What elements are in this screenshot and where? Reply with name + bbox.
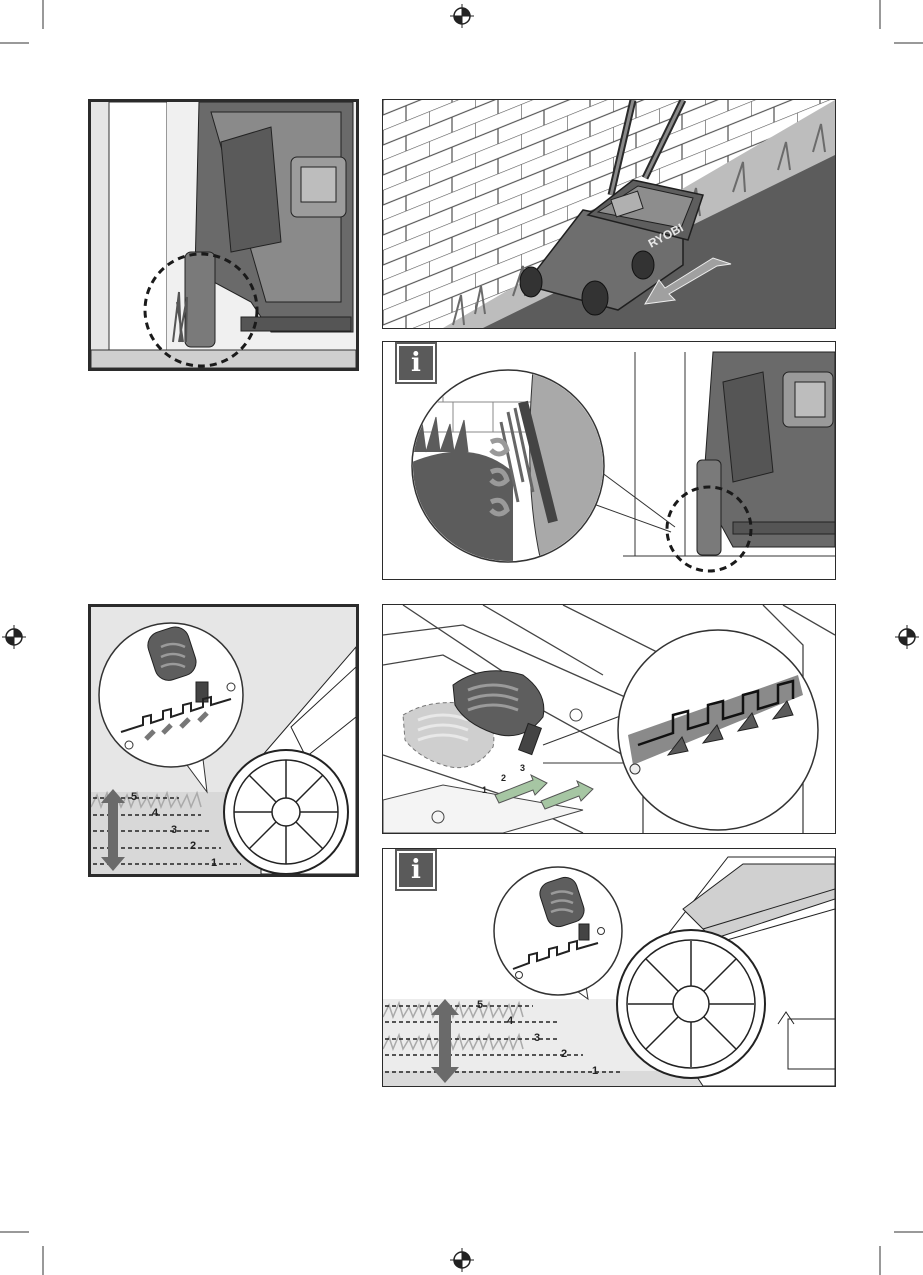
- height-label-4: 4: [152, 807, 158, 819]
- registration-mark-right: [895, 625, 919, 649]
- info-badge: i: [397, 344, 435, 382]
- panel-mowing-along-wall: RYOBI: [382, 99, 836, 329]
- lever-number-3: 3: [520, 763, 525, 773]
- info-badge: i: [397, 851, 435, 889]
- height-label-1: 1: [211, 857, 217, 869]
- panel-height-adjust-info: i: [382, 848, 836, 1087]
- lever-number-1: 1: [482, 785, 487, 795]
- registration-mark-top: [450, 4, 474, 28]
- grass-feed-illustration: [383, 342, 835, 579]
- wall-edge-illustration: [91, 102, 356, 368]
- lever-detail-illustration: [383, 605, 835, 833]
- height-label-3: 3: [171, 824, 177, 836]
- height-label-1: 1: [592, 1065, 598, 1077]
- lever-number-2: 2: [501, 773, 506, 783]
- height-label-4: 4: [507, 1015, 513, 1027]
- height-info-illustration: [383, 849, 835, 1086]
- height-label-5: 5: [131, 791, 137, 803]
- height-label-2: 2: [561, 1048, 567, 1060]
- mowing-scene-illustration: RYOBI: [383, 100, 835, 328]
- registration-mark-left: [2, 625, 26, 649]
- panel-wall-edge-closeup: [88, 99, 359, 371]
- panel-grass-feed-info: i: [382, 341, 836, 580]
- registration-mark-bottom: [450, 1248, 474, 1272]
- panel-height-adjust-lever: 5 4 3 2 1: [88, 604, 359, 877]
- height-label-3: 3: [534, 1032, 540, 1044]
- panel-lever-detail: 1 2 3: [382, 604, 836, 834]
- height-label-5: 5: [477, 999, 483, 1011]
- height-lever-illustration: [91, 607, 356, 874]
- height-label-2: 2: [190, 840, 196, 852]
